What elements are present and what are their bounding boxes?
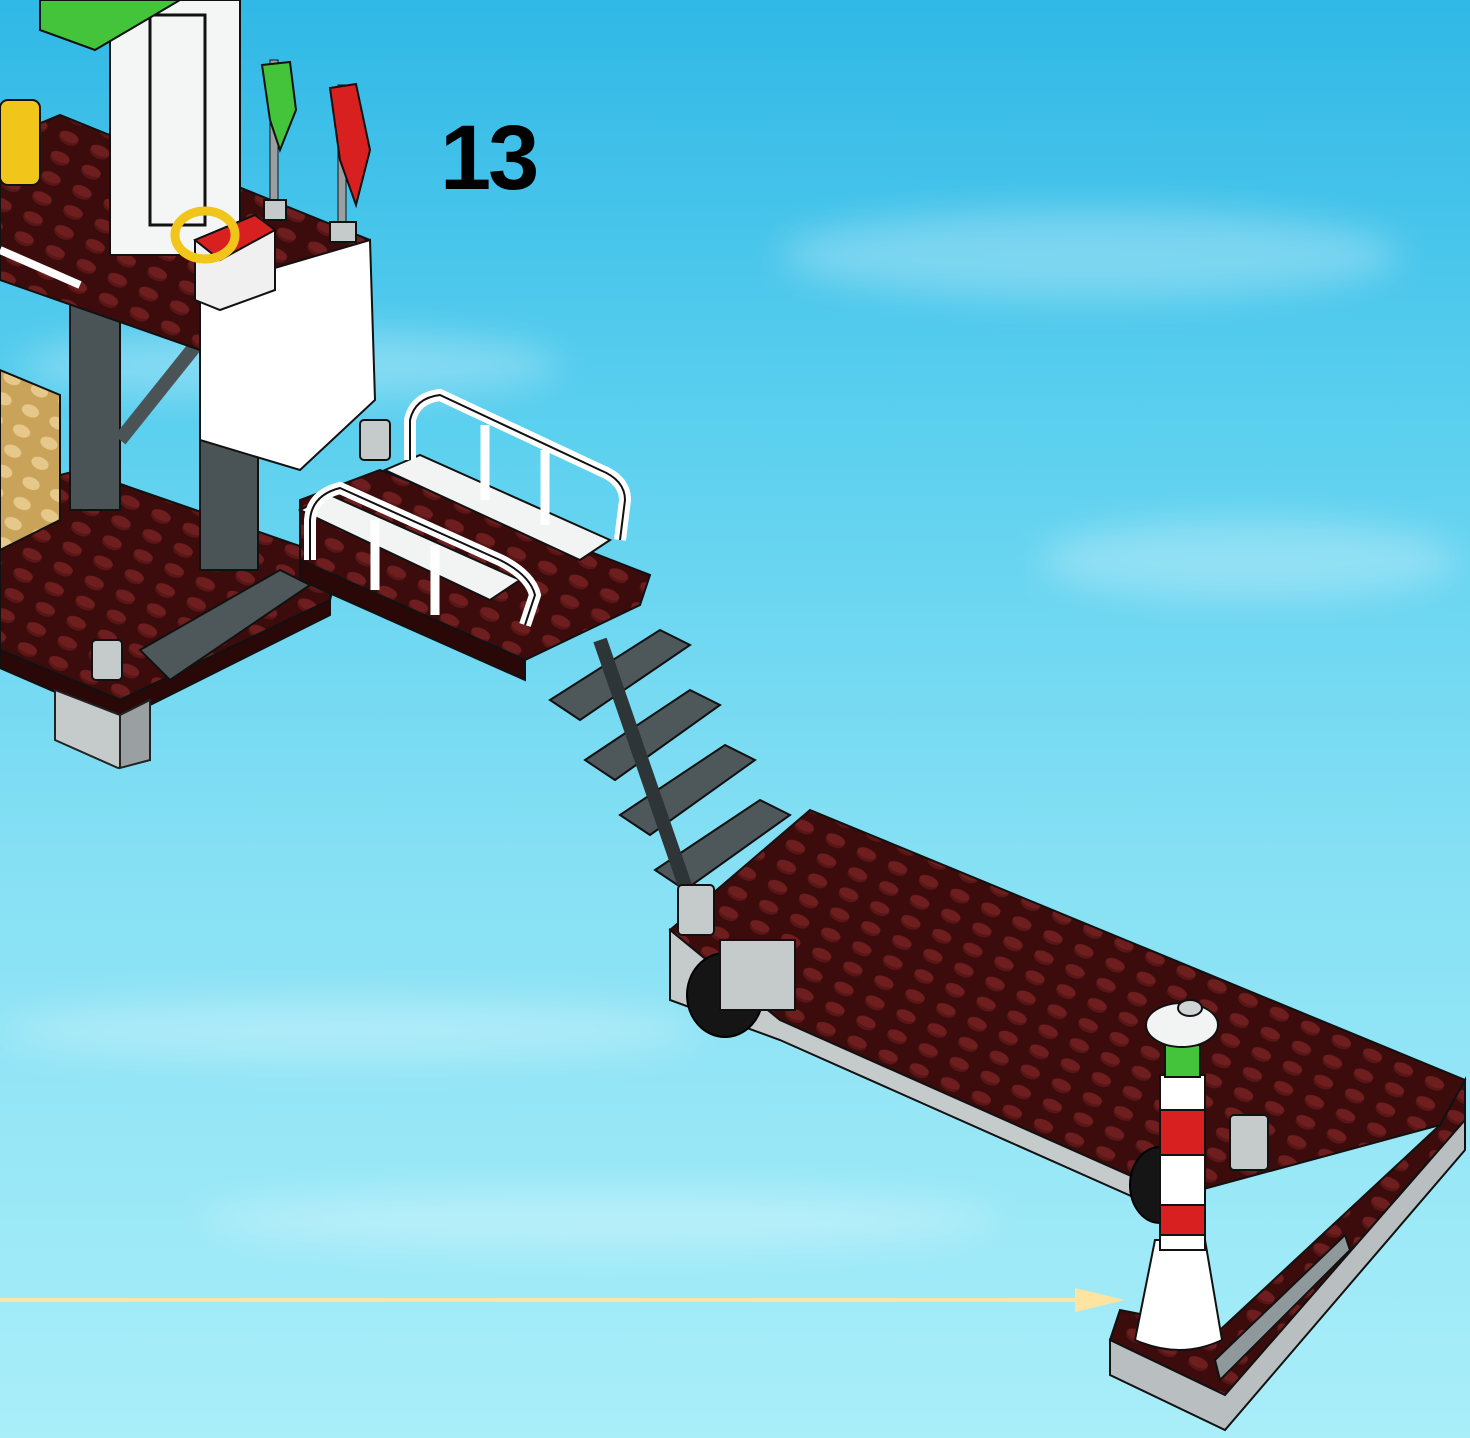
signal-flag-red-icon bbox=[330, 84, 370, 242]
walkway bbox=[300, 395, 650, 680]
signal-flag-green-icon bbox=[262, 60, 296, 220]
callout-arrow bbox=[0, 1288, 1125, 1312]
lower-pier bbox=[670, 810, 1465, 1430]
tower-platform bbox=[0, 0, 390, 768]
